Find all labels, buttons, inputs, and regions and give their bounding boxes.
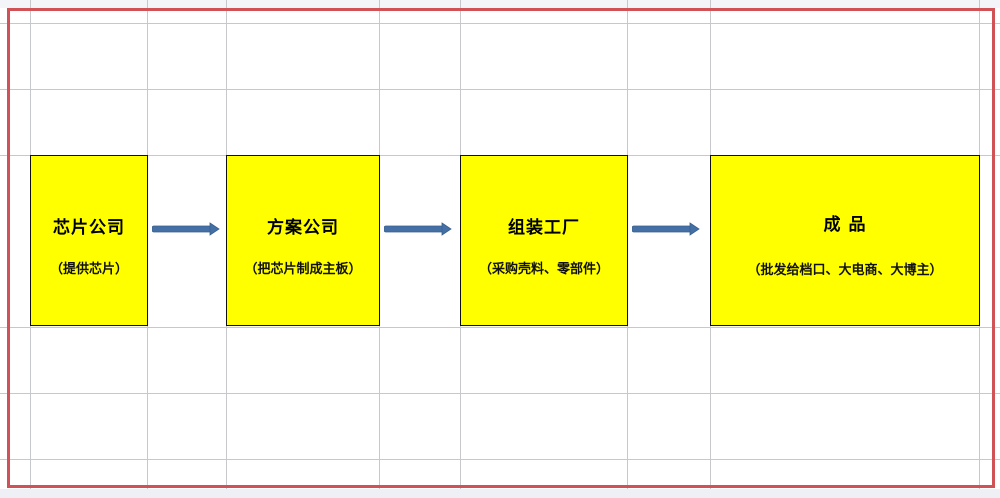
arrow-right-icon[interactable]: [632, 222, 700, 236]
arrow-right-icon[interactable]: [152, 222, 220, 236]
highlight-frame: [7, 8, 995, 488]
node-assembly-factory[interactable]: 组装工厂 （采购壳料、零部件）: [460, 155, 628, 326]
node-subtitle: （把芯片制成主板）: [244, 262, 362, 277]
node-chip-company[interactable]: 芯片公司 （提供芯片）: [30, 155, 148, 326]
gridline-row: [0, 23, 1000, 24]
node-solution-company[interactable]: 方案公司 （把芯片制成主板）: [226, 155, 380, 326]
node-title: 组装工厂: [508, 218, 580, 238]
gridline-row: [0, 459, 1000, 460]
toolbar-edge: [0, 0, 1000, 8]
node-subtitle: （提供芯片）: [49, 262, 128, 277]
node-title: 成 品: [823, 215, 867, 235]
node-subtitle: （采购壳料、零部件）: [478, 262, 609, 277]
gridline-row: [0, 327, 1000, 328]
arrow-right-icon[interactable]: [384, 222, 452, 236]
gridline-row: [0, 89, 1000, 90]
node-finished-product[interactable]: 成 品 （批发给档口、大电商、大博主）: [710, 155, 980, 326]
node-title: 方案公司: [267, 218, 339, 238]
sheet-bottom-edge: [0, 489, 1000, 498]
node-subtitle: （批发给档口、大电商、大博主）: [747, 263, 943, 278]
node-title: 芯片公司: [53, 218, 125, 238]
gridline-row: [0, 393, 1000, 394]
